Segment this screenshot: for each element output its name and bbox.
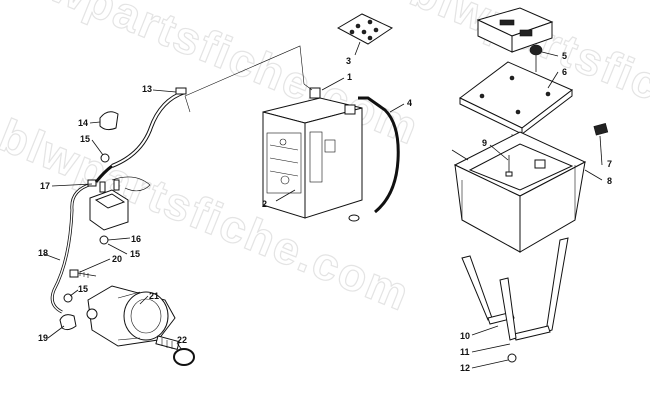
bolt [69,269,97,278]
starter-cable [50,164,113,314]
callout-15-upper: 15 [80,134,90,144]
battery [262,87,363,219]
terminal-boot [99,111,119,131]
callout-5: 5 [562,51,567,61]
callout-4: 4 [407,98,412,108]
screw [505,155,513,177]
callout-9: 9 [482,138,487,148]
battery-cover [336,13,394,45]
o-ring [173,348,195,366]
callout-7: 7 [607,159,612,169]
starter-motor [86,285,180,351]
callout-10: 10 [460,331,470,341]
callout-19: 19 [38,333,48,343]
nut-upper [100,153,110,163]
callout-6: 6 [562,67,567,77]
callout-16: 16 [131,234,141,244]
callout-1: 1 [347,72,352,82]
callouts: 1 2 3 4 5 6 7 8 9 10 11 12 13 14 15 15 1… [38,51,612,373]
callout-22: 22 [177,335,187,345]
callout-15-lower: 15 [78,284,88,294]
starter-boot [59,314,77,331]
callout-3: 3 [346,56,351,66]
connector [593,122,609,136]
callout-11: 11 [460,347,470,357]
solenoid [89,176,151,245]
battery-cable-negative [348,96,400,222]
callout-12: 12 [460,363,470,373]
callout-2: 2 [262,199,267,209]
callout-13: 13 [142,84,152,94]
nut-bottom [507,353,517,363]
callout-15-middle: 15 [130,249,140,259]
battery-tray [451,131,587,253]
callout-17: 17 [40,181,50,191]
fastener-knob [529,44,543,72]
mounting-plate [459,61,573,140]
callout-20: 20 [112,254,122,264]
callout-21: 21 [149,291,159,301]
leader-lines [43,41,603,369]
callout-18: 18 [38,248,48,258]
callout-8: 8 [607,176,612,186]
callout-14: 14 [78,118,88,128]
strap-right [499,237,569,341]
control-module [476,7,554,53]
battery-cable-positive [111,87,187,168]
